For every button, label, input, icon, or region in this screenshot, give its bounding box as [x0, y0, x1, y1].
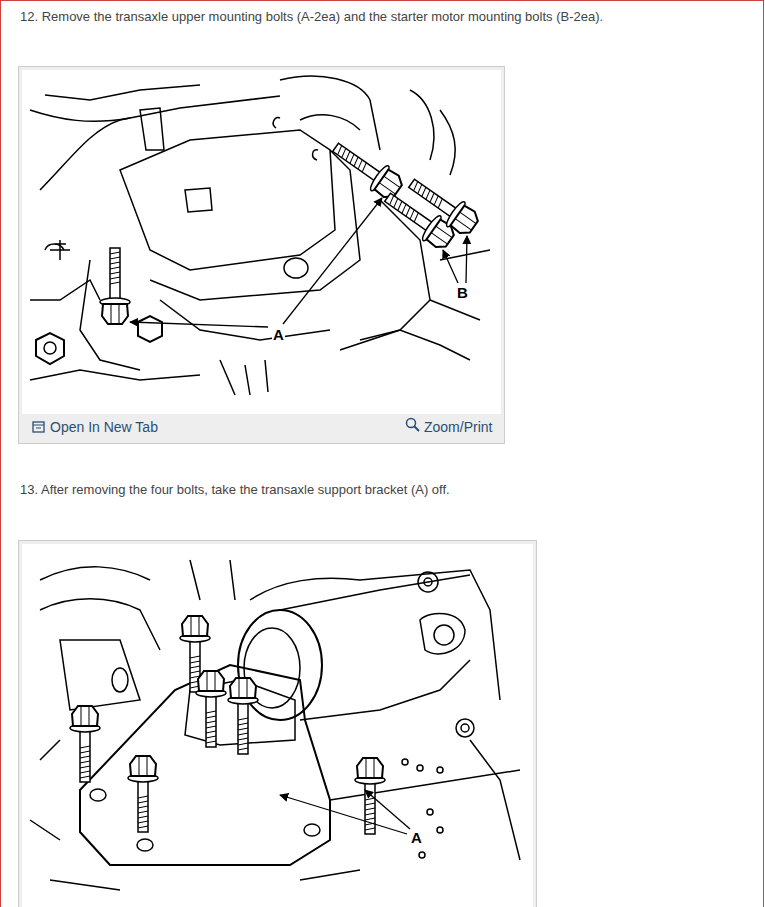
leader-line: [130, 198, 467, 327]
bracket-bolt: [70, 706, 100, 782]
starter-bolt: [403, 171, 482, 239]
callout-letter: A: [410, 829, 423, 847]
leader-line: [280, 790, 410, 834]
step-text: 13. After removing the four bolts, take …: [20, 482, 450, 498]
callout-letter: B: [456, 284, 469, 302]
callout-letter: A: [272, 326, 285, 344]
toolbar-link: Zoom/Print: [424, 419, 492, 436]
bracket-bolt: [196, 671, 226, 747]
bracket-bolt: [128, 756, 158, 832]
transaxle-drawing: [30, 76, 490, 395]
bracket-drawing: [30, 560, 520, 890]
step-text: 12. Remove the transaxle upper mounting …: [20, 9, 603, 25]
bracket-bolt: [228, 678, 258, 754]
figure-frame: [19, 541, 537, 907]
upper-bolt: [327, 135, 406, 203]
toolbar-link: Open In New Tab: [50, 419, 158, 436]
upper-bolt: [100, 248, 130, 324]
figure-frame: [19, 67, 505, 444]
